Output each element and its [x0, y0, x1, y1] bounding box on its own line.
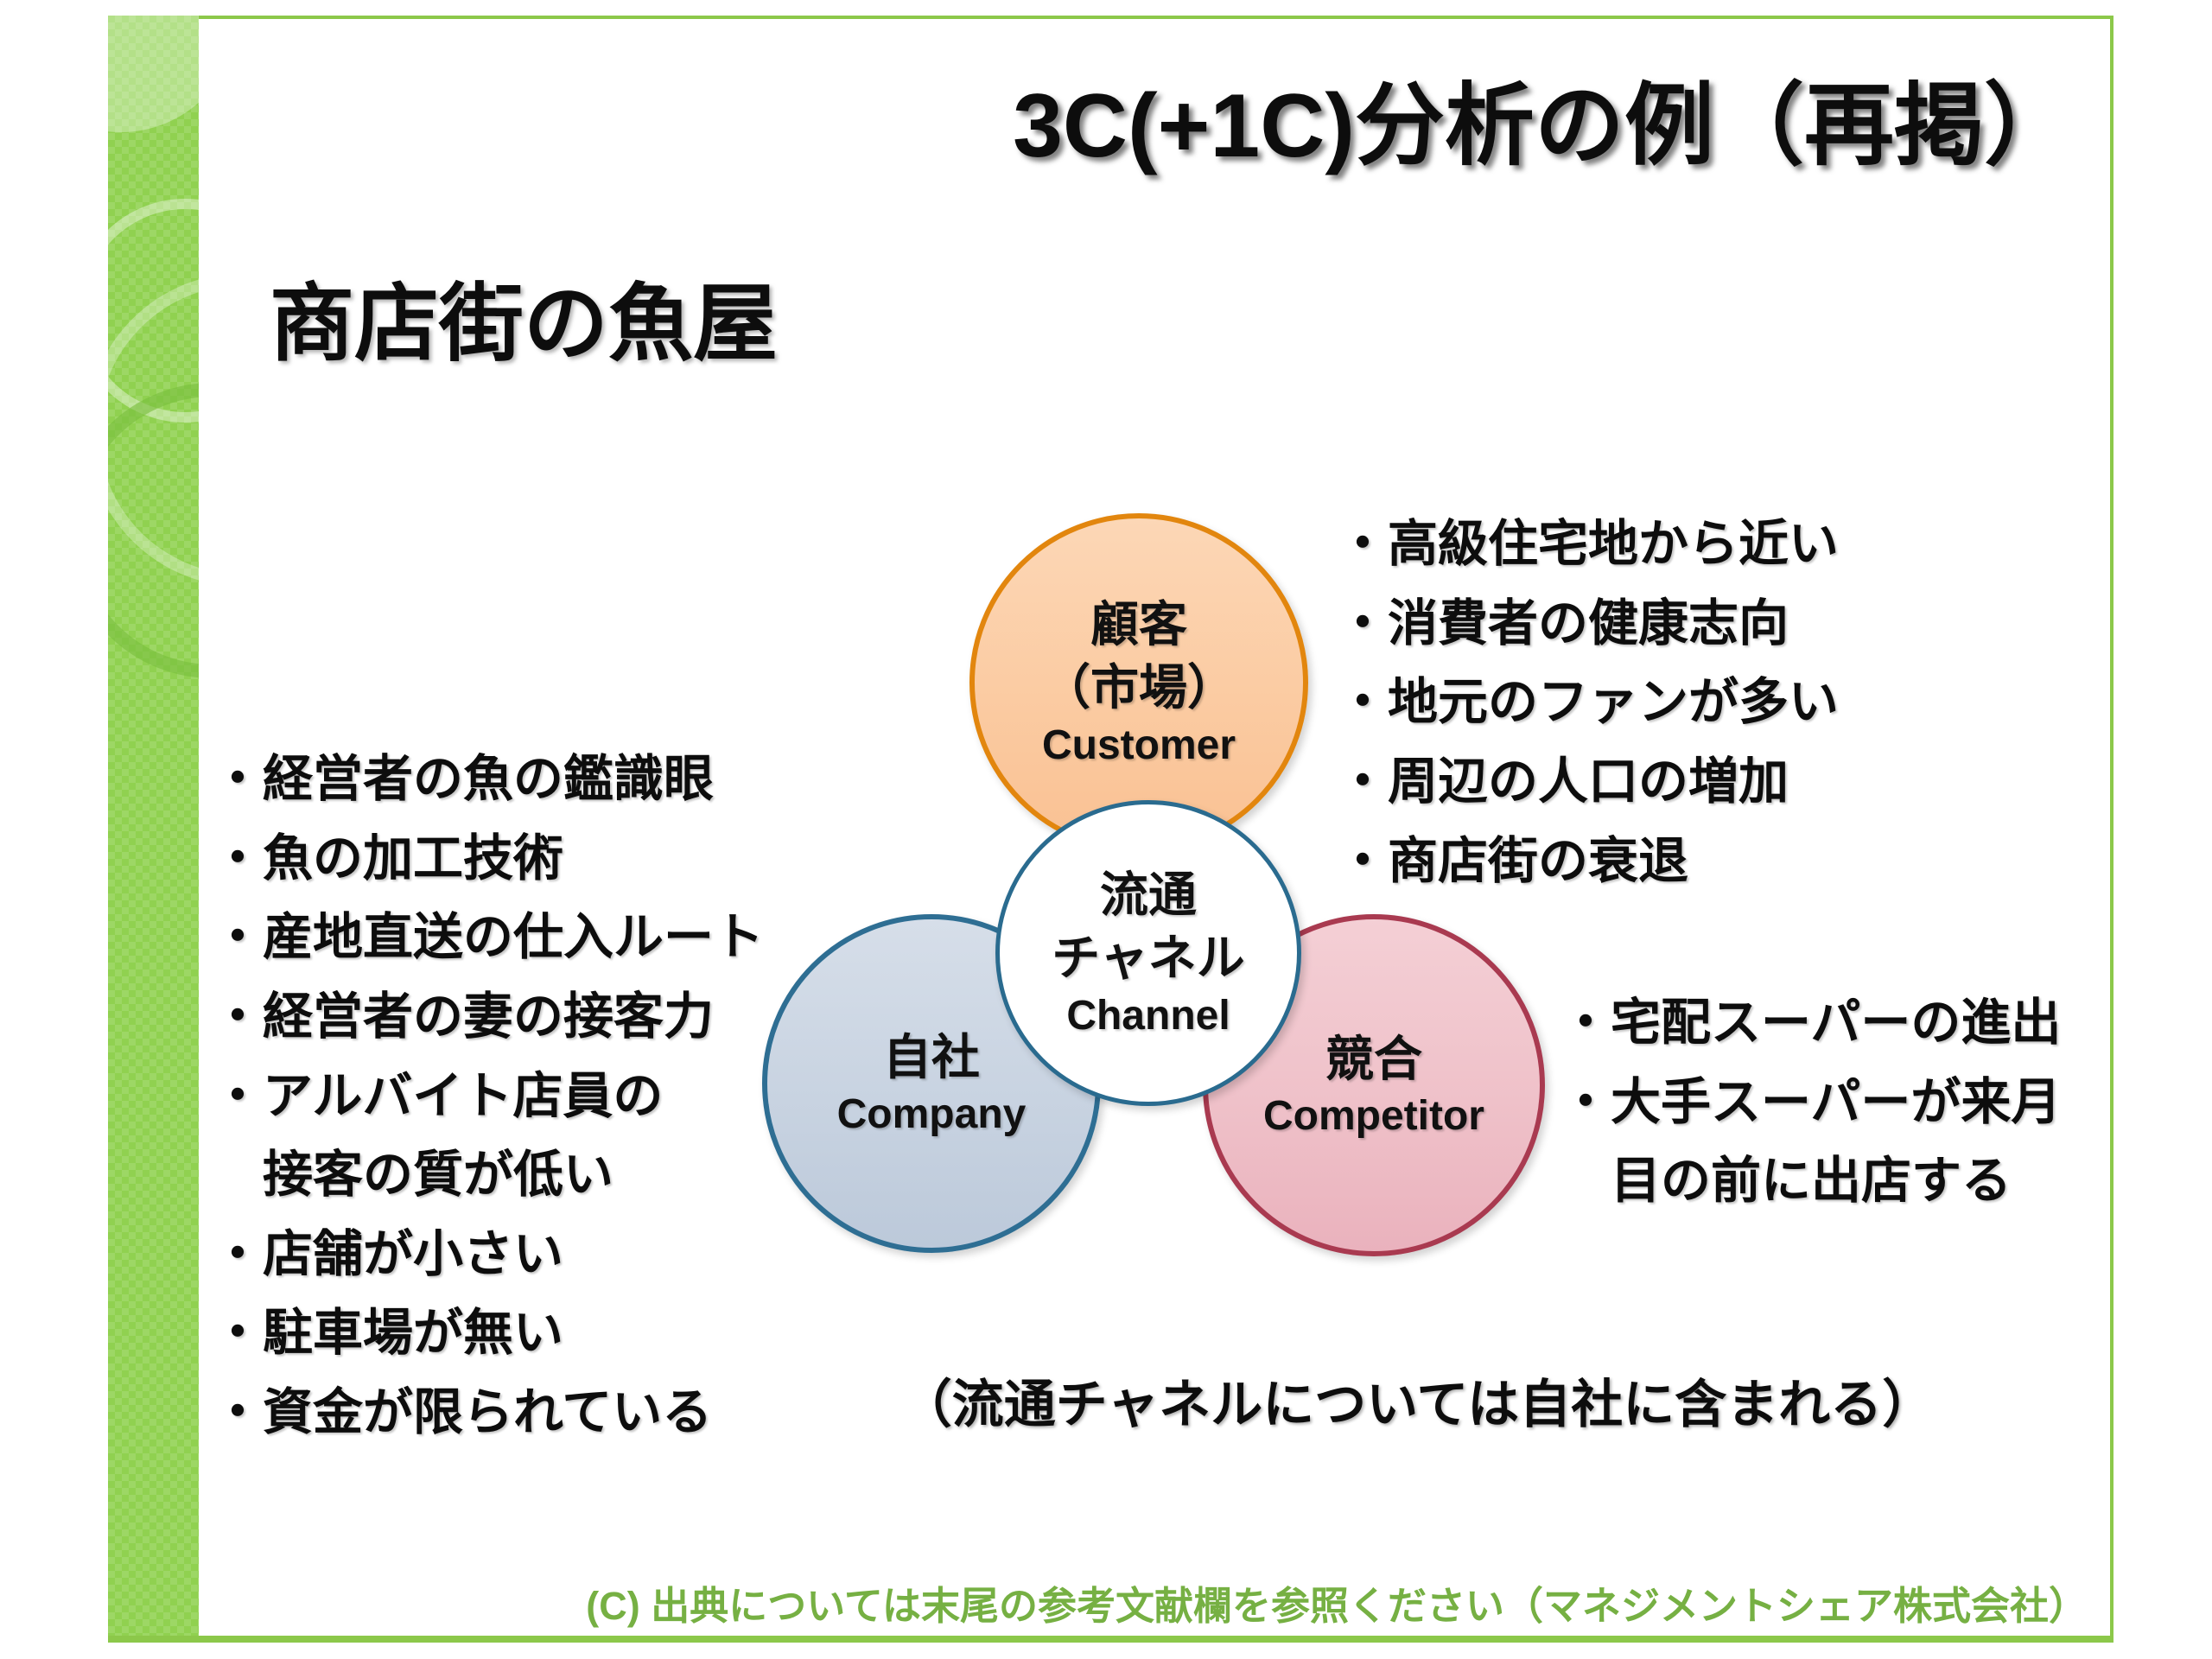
company-circle: 自社 Company — [762, 914, 1101, 1253]
list-item: ・宅配スーパーの進出 — [1560, 995, 2062, 1051]
list-item: ・アルバイト店員の — [213, 1067, 664, 1124]
slide-border-right — [2110, 16, 2113, 1642]
list-item: ・大手スーパーが来月 — [1560, 1073, 2062, 1130]
competitor-circle-label-jp: 競合 — [1325, 1031, 1422, 1086]
company-circle-label-en: Company — [836, 1091, 1027, 1138]
copyright-footer: (C) 出典については末尾の参考文献欄を参照ください（マネジメントシェア株式会社… — [586, 1584, 2088, 1628]
competitor-circle-label-en: Competitor — [1263, 1093, 1484, 1140]
slide-subtitle: 商店街の魚屋 — [270, 276, 779, 371]
channel-note: （流通チャネルについては自社に含まれる） — [899, 1376, 1935, 1433]
list-item: ・魚の加工技術 — [213, 830, 564, 887]
sidebar-decoration — [108, 16, 199, 1636]
channel-circle: 流通 チャネル Channel — [995, 800, 1301, 1106]
list-item: ・店舗が小さい — [213, 1225, 564, 1282]
channel-circle-label-en: Channel — [1066, 992, 1230, 1039]
customer-points-list: ・高級住宅地から近い ・消費者の健康志向 ・地元のファンが多い ・周辺の人口の増… — [1338, 505, 2098, 900]
competitor-points-list: ・宅配スーパーの進出 ・大手スーパーが来月 目の前に出店する — [1560, 983, 2148, 1221]
list-item: 接客の質が低い — [213, 1147, 614, 1204]
customer-circle-label-jp2: （市場） — [1042, 660, 1236, 715]
slide-title: 3C(+1C)分析の例（再掲） — [1013, 76, 2074, 176]
customer-circle: 顧客 （市場） Customer — [969, 513, 1308, 852]
company-circle-label-jp: 自社 — [883, 1029, 980, 1084]
list-item: ・資金が限られている — [213, 1384, 713, 1440]
slide-border-bottom — [108, 1636, 2113, 1643]
customer-circle-label-en: Customer — [1041, 721, 1236, 768]
list-item: ・消費者の健康志向 — [1338, 594, 1789, 652]
sidebar-circle-decoration — [108, 16, 199, 132]
list-item: 目の前に出店する — [1560, 1153, 2012, 1210]
list-item: ・周辺の人口の増加 — [1338, 753, 1789, 810]
customer-circle-label-jp: 顧客 — [1090, 597, 1187, 652]
list-item: ・高級住宅地から近い — [1338, 516, 1840, 572]
slide-border-top — [108, 16, 2113, 19]
list-item: ・駐車場が無い — [213, 1305, 564, 1362]
channel-circle-label-jp2: チャネル — [1052, 931, 1245, 985]
channel-circle-label-jp: 流通 — [1100, 868, 1197, 923]
list-item: ・産地直送の仕入ルート — [213, 909, 765, 966]
list-item: ・経営者の妻の接客力 — [213, 988, 715, 1045]
list-item: ・経営者の魚の鑑識眼 — [213, 751, 715, 807]
list-item: ・商店街の衰退 — [1338, 832, 1689, 889]
list-item: ・地元のファンが多い — [1338, 674, 1840, 731]
sidebar-ring-decoration — [108, 383, 199, 678]
company-points-list: ・経営者の魚の鑑識眼 ・魚の加工技術 ・産地直送の仕入ルート ・経営者の妻の接客… — [213, 740, 835, 1452]
